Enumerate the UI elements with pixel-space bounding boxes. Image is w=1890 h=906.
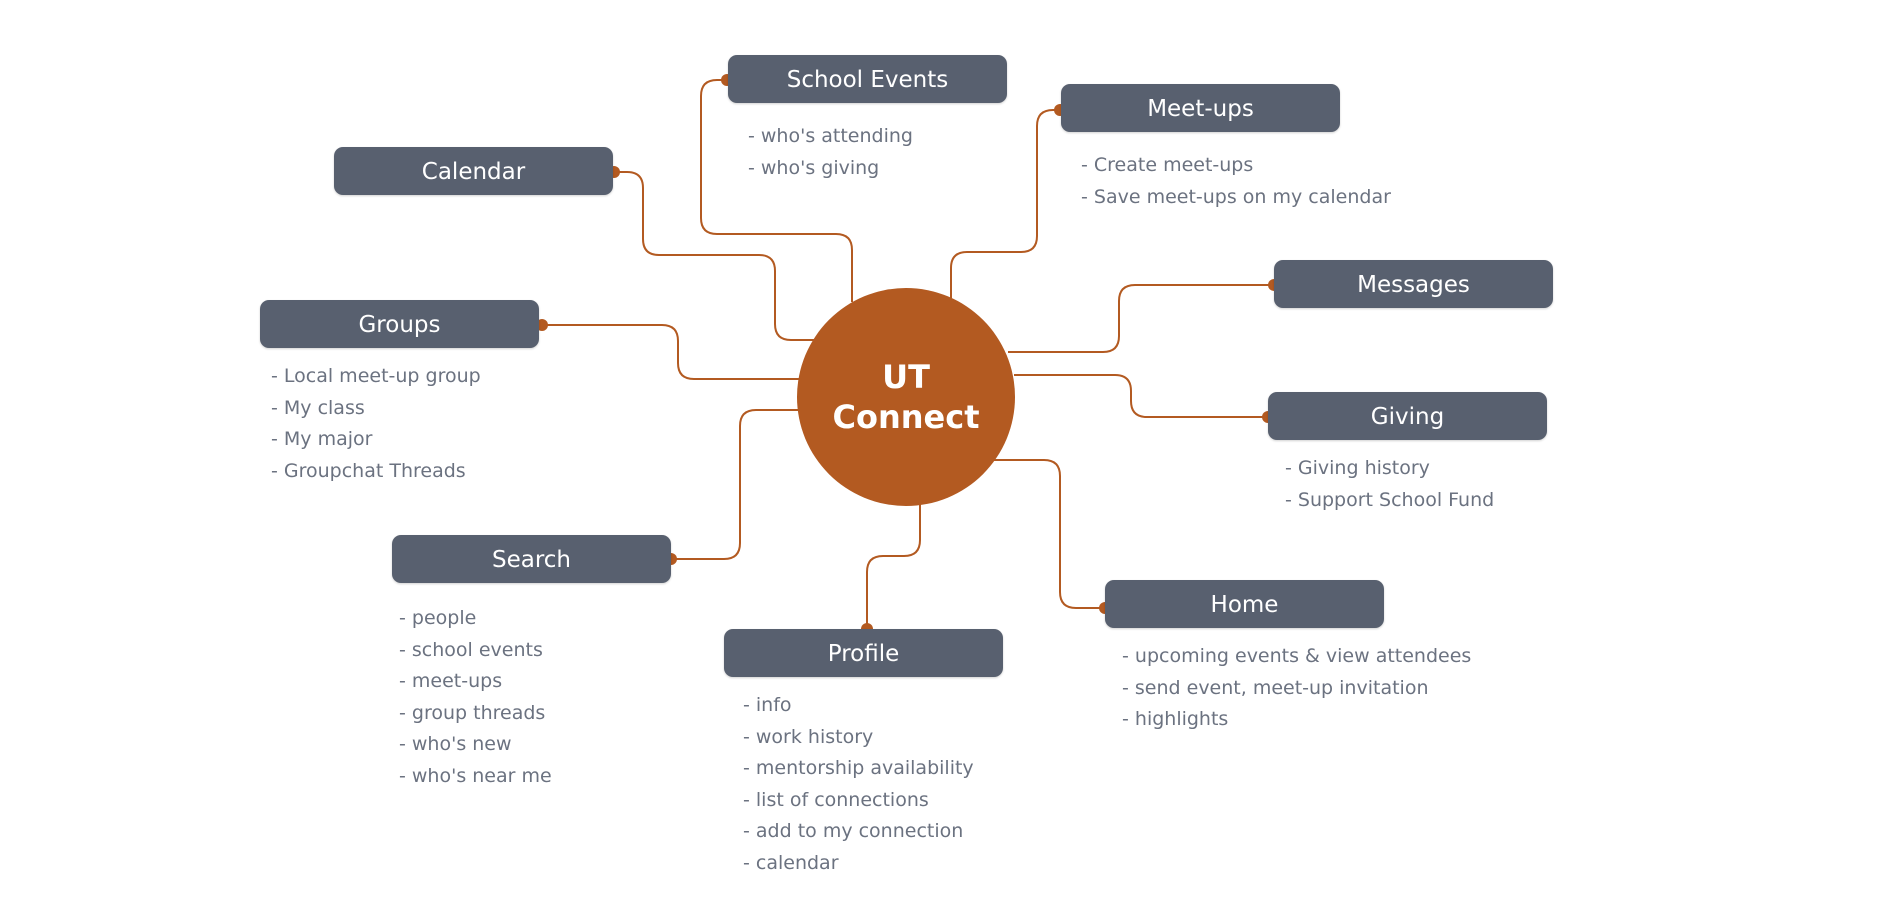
note-item: - who's giving [748, 156, 880, 179]
center-title-line-1: UT [882, 358, 930, 396]
note-item: - Save meet-ups on my calendar [1081, 185, 1391, 208]
note-item: - highlights [1122, 708, 1229, 730]
connector-profile [866, 504, 921, 629]
connector-meetups [950, 109, 1060, 298]
node-search: Search [392, 535, 671, 583]
note-item: - Support School Fund [1285, 488, 1495, 511]
connector-calendar [614, 171, 815, 341]
note-item: - mentorship availability [743, 757, 974, 779]
note-item: - info [743, 694, 792, 716]
note-item: - who's attending [748, 125, 913, 147]
notes-giving: - Giving history - Support School Fund [1285, 453, 1494, 516]
node-meetups: Meet-ups [1061, 84, 1340, 132]
center-node-ut-connect: UT Connect [797, 288, 1015, 506]
node-calendar: Calendar [334, 147, 613, 195]
note-item: - group threads [399, 701, 546, 724]
note-item: - who's near me [399, 764, 552, 787]
note-item: - school events [399, 638, 543, 661]
note-item: - meet-ups [399, 670, 503, 692]
connector-giving [1014, 374, 1268, 418]
note-item: - Local meet-up group [271, 365, 481, 387]
note-item: - calendar [743, 851, 839, 874]
note-item: - Groupchat Threads [271, 459, 466, 482]
note-item: - work history [743, 725, 874, 748]
connector-messages [1008, 284, 1274, 353]
connector-groups [542, 324, 800, 380]
node-groups: Groups [260, 300, 539, 348]
note-item: - send event, meet-up invitation [1122, 676, 1429, 699]
notes-school-events: - who's attending - who's giving [748, 121, 913, 184]
note-item: - add to my connection [743, 820, 964, 842]
node-school-events: School Events [728, 55, 1007, 103]
notes-meetups: - Create meet-ups - Save meet-ups on my … [1081, 150, 1391, 213]
note-item: - My major [271, 428, 373, 450]
note-item: - upcoming events & view attendees [1122, 645, 1472, 667]
notes-groups: - Local meet-up group - My class - My ma… [271, 361, 481, 487]
note-item: - My class [271, 396, 365, 419]
node-giving: Giving [1268, 392, 1547, 440]
node-messages: Messages [1274, 260, 1553, 308]
notes-home: - upcoming events & view attendees - sen… [1122, 641, 1471, 736]
note-item: - Create meet-ups [1081, 154, 1254, 176]
note-item: - people [399, 607, 477, 629]
notes-search: - people - school events - meet-ups - gr… [399, 603, 552, 792]
note-item: - Giving history [1285, 457, 1430, 479]
connector-search [671, 409, 800, 560]
note-item: - who's new [399, 733, 512, 755]
notes-profile: - info - work history - mentorship avail… [743, 690, 974, 879]
center-title-line-2: Connect [832, 398, 980, 436]
note-item: - list of connections [743, 788, 929, 811]
node-profile: Profile [724, 629, 1003, 677]
connector-home [991, 459, 1105, 609]
node-home: Home [1105, 580, 1384, 628]
connector-school-events [700, 79, 853, 302]
